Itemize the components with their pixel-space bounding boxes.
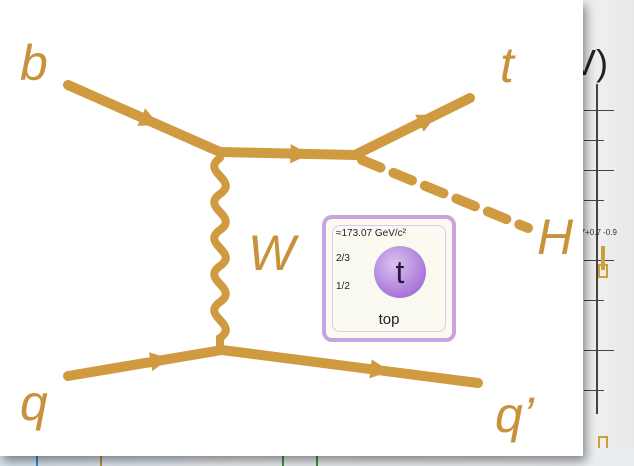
card-symbol: t [395,254,405,290]
q-quark-arrow [112,352,170,372]
strip-bar [36,450,38,466]
strip-bar [100,450,102,466]
b-quark-arrow [102,98,159,126]
label-h: H [537,209,574,265]
card-charge: 2/3 [336,253,350,264]
w-boson-line [210,154,230,354]
feynman-diagram [63,80,533,388]
axis-tick [584,300,604,301]
card-mass: ≈173.07 GeV/c² [336,228,406,239]
axis-tick [584,110,614,111]
card-symbol-circle: t [374,246,426,298]
axis-tick [584,260,614,261]
top-quark-arrow [387,114,437,141]
internal-quark-arrow [259,144,310,164]
data-marker [601,246,605,270]
q-prime-quark-arrow [327,359,390,379]
card-inner-frame [332,225,446,332]
label-q: q [20,375,48,431]
error-label: -7+0.7 -0.9 [578,228,617,237]
card-name: top [378,311,400,328]
label-w: W [248,225,296,281]
card-spin: 1/2 [336,281,350,292]
label-q-prime: q’ [495,387,534,443]
axis-tick [584,170,614,171]
axis-tick [584,350,614,351]
strip-bar [282,450,284,466]
axis-line [596,84,598,414]
label-t: t [500,37,514,93]
strip-bar [316,450,318,466]
higgs-line [357,155,533,233]
axis-tick [584,200,604,201]
top-quark-card: ≈173.07 GeV/c² 2/3 1/2 t top [322,215,456,342]
axis-tick [584,140,604,141]
axis-tick [584,390,604,391]
data-marker [598,264,608,278]
label-b: b [20,35,48,91]
feynman-diagram-panel: b t W H q q’ ≈173.07 GeV/c² 2/3 1/2 t to… [20,35,574,443]
